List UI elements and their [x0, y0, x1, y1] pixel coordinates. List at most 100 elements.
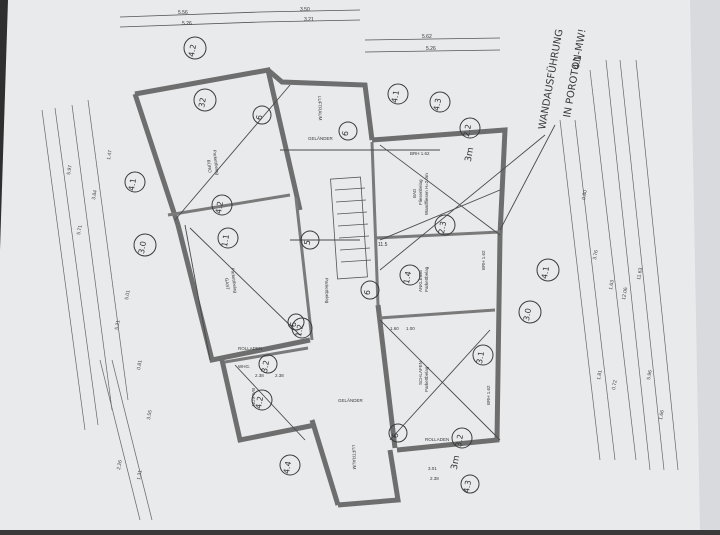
hand-number: 4.3: [462, 480, 473, 494]
top-dimension-chain: [119, 9, 501, 53]
hand-circle: [388, 423, 408, 443]
hand-number: 4.3: [432, 98, 443, 112]
top-dim-f: 5.26: [426, 46, 436, 52]
side-dim-label: 3.55: [146, 410, 154, 421]
hand-circle: [460, 474, 480, 494]
hand-circle: [429, 91, 451, 113]
room-bad-floor: Fliesenbelag: [418, 179, 423, 205]
room-bad-walls: Wandfliesen H=2.0m: [424, 173, 429, 215]
label-bru-2: BRH 1.62: [481, 250, 486, 270]
hand-circle: [287, 313, 305, 331]
side-dim-label: 2.26: [116, 460, 124, 471]
left-dimension-lines: [41, 99, 153, 521]
side-dim-label: 5.97: [66, 165, 74, 176]
top-dim-d: 3.21: [304, 17, 314, 23]
room-schlaf-floor: Parkettbelag: [424, 366, 429, 392]
hand-number: 3.0: [137, 241, 148, 255]
hand-number: 4.2: [187, 44, 198, 58]
hand-number: 2.3: [437, 221, 448, 235]
room-luftraum-bottom: LUFTRAUM: [351, 445, 357, 470]
side-dim-label: 12.06: [621, 287, 629, 301]
side-dim-label: 5.96: [646, 370, 654, 381]
label-dim-bot2: 2.38: [430, 476, 439, 481]
hand-circle: [279, 454, 301, 476]
hand-number: 4.1: [127, 178, 138, 192]
hand-number: 5: [303, 239, 313, 246]
label-rollladen-left: ROLLADEN: [238, 346, 262, 351]
hand-circle: [536, 258, 560, 282]
top-dim-b: 5.26: [182, 21, 192, 27]
hand-circle: [217, 227, 239, 249]
stair-label: 11.5: [378, 242, 388, 248]
hand-number: 4.4: [282, 461, 293, 475]
pencil-strokes: [174, 84, 556, 441]
side-dim-label: 5.21: [114, 320, 122, 331]
label-bru-3: BRH 1.62: [486, 385, 491, 405]
room-bad-name: BAD: [412, 188, 417, 198]
hand-circle: [133, 233, 157, 257]
top-dim-e: 5.62: [422, 34, 432, 40]
room-buero-floor: Parkettbelag: [212, 150, 220, 176]
hand-circle: [387, 83, 409, 105]
hand-number: 2.2: [462, 124, 473, 138]
hand-number: 3m: [450, 455, 462, 471]
side-dim-label: 3.84: [91, 190, 99, 201]
hand-number: 3.2: [260, 360, 271, 374]
hand-number: 1.1: [220, 234, 231, 248]
label-balkon: BALKON: [251, 388, 256, 406]
hand-circle: [360, 280, 380, 300]
hand-circle: [183, 36, 207, 60]
side-dim-label: 5.01: [124, 290, 132, 301]
hand-circle: [258, 354, 278, 374]
room-schlaf-name: SCHLAFEN: [418, 361, 423, 385]
label-gelaender-top: GELÄNDER: [308, 135, 334, 141]
side-dim-label: 1.31: [136, 470, 144, 481]
room-whg-name: WHG.: [238, 364, 250, 369]
hand-circle: [459, 117, 481, 139]
hand-circle: [434, 214, 456, 236]
label-dim-box: 2.38: [255, 373, 264, 378]
side-dim-label: 1.63: [608, 280, 616, 291]
hand-circle: [252, 105, 272, 125]
hand-circle: [193, 88, 217, 112]
label-dim-box2: 2.38: [275, 373, 284, 378]
top-dim-c: 3.50: [300, 7, 310, 13]
label-bru-1: BRH 1.62: [410, 151, 430, 156]
hand-number: 1.4: [402, 271, 413, 285]
side-dim-label: 1.47: [106, 150, 114, 161]
hand-circle: [124, 171, 146, 193]
label-rollladen-right: ROLLADEN: [425, 437, 449, 442]
room-labels: BÜRO Parkettbelag GAST Parkettbelag BAD …: [206, 96, 491, 481]
room-ankleide-floor: Parkettbelag: [424, 266, 429, 292]
side-dim-label: 0.81: [136, 360, 144, 371]
side-dim-label: 0.80: [581, 190, 589, 201]
hand-circle: [211, 194, 233, 216]
hand-circle: [518, 300, 542, 324]
hand-circle: [399, 264, 421, 286]
hand-number: 4.2: [214, 201, 225, 215]
hand-circle: [300, 230, 320, 250]
side-dim-label: 5.71: [76, 225, 84, 236]
label-dim-ank: 1.60: [390, 326, 399, 331]
hand-circle: [472, 344, 494, 366]
staircase: [330, 176, 372, 280]
inner-walls: [167, 141, 501, 364]
hand-circle: [451, 427, 473, 449]
hand-circle: [291, 317, 313, 339]
label-dim-ank2: 1.00: [406, 326, 415, 331]
hand-number: 6: [341, 130, 351, 137]
side-dimension-labels: 5.97 5.71 3.84 1.47 5.21 5.01 0.81 3.55 2.26 1.31…: [66, 150, 666, 481]
room-luftraum-top: LUFTRAUM: [317, 96, 323, 121]
side-dim-label: 11.63: [636, 267, 644, 280]
side-dim-label: 1.66: [658, 410, 666, 421]
hand-number: 6: [289, 321, 299, 328]
hand-number: 3.0: [522, 308, 533, 322]
hand-number: 3.2: [454, 434, 465, 448]
hand-number: 4.1: [572, 55, 584, 71]
room-flur-floor: Parkettbelag: [324, 278, 330, 304]
side-dim-label: 3.76: [592, 250, 600, 261]
hand-number: 32: [197, 97, 208, 109]
hand-number: 4.1: [540, 266, 551, 280]
